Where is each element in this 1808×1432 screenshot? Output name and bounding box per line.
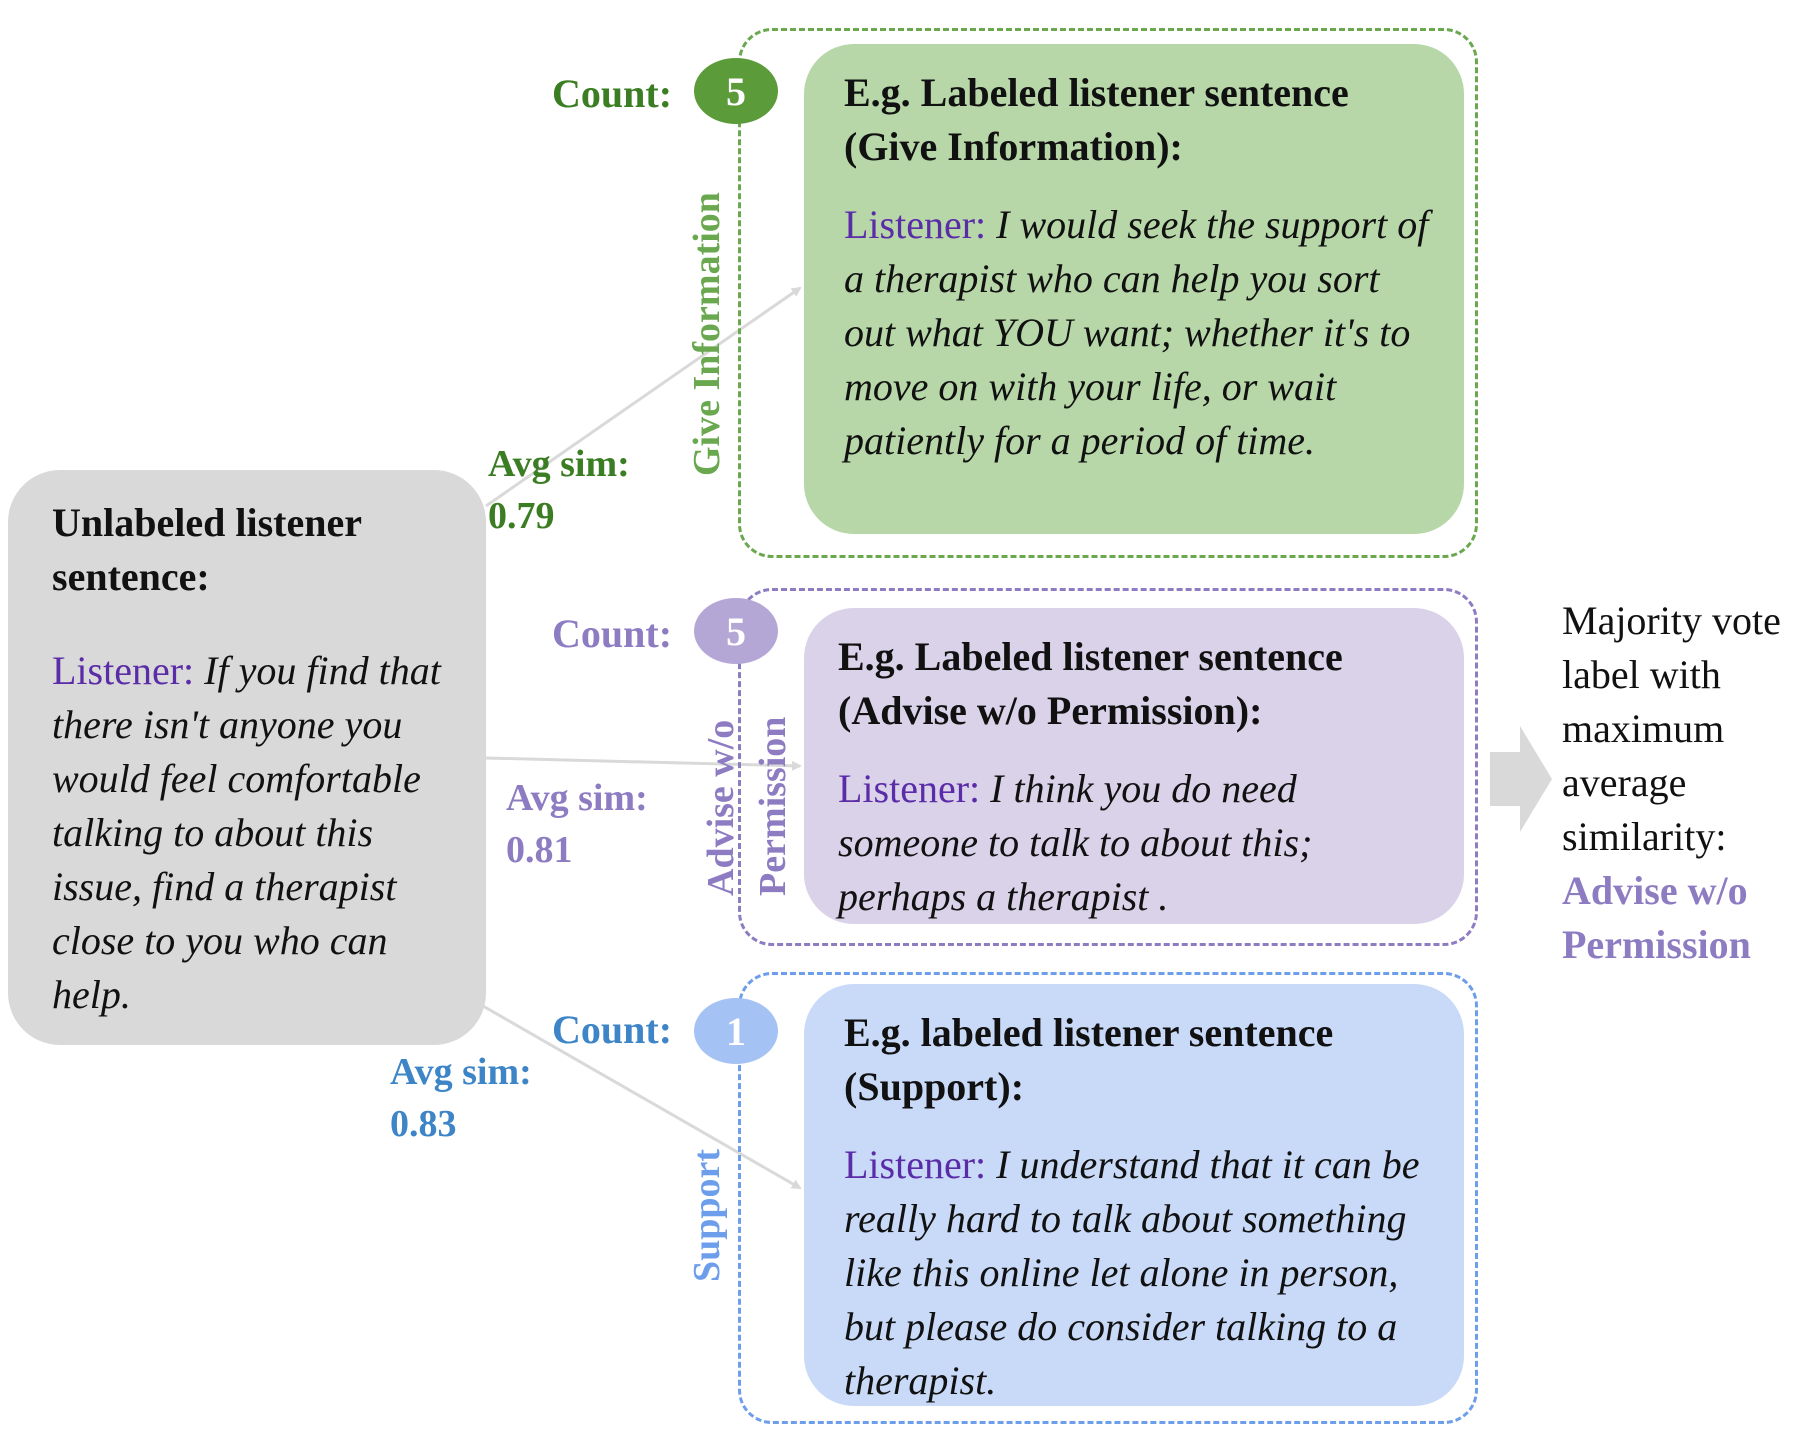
give-information-count-badge: 5 (694, 58, 778, 124)
unlabeled-text: If you find that there isn't anyone you … (52, 648, 441, 1017)
arrow-to-support (475, 1000, 802, 1190)
avg-sim-value: 0.83 (390, 1103, 457, 1145)
give-information-example-box: E.g. Labeled listener sentence (Give Inf… (804, 44, 1464, 534)
support-count-badge: 1 (694, 998, 778, 1064)
avg-sim-label: Avg sim: (488, 443, 630, 485)
support-frame (738, 972, 1478, 1424)
give-information-utterance: Listener: I would seek the support of a … (844, 198, 1434, 468)
advise-wo-permission-category-label-line2: Permission (752, 716, 794, 896)
majority-vote-label: Advise w/o Permission (1562, 868, 1751, 967)
give-information-count-label: Count: (552, 71, 673, 116)
avg-sim-label: Avg sim: (506, 777, 648, 819)
support-example-title: E.g. labeled listener sentence (Support)… (844, 1010, 1334, 1109)
support-count-label: Count: (552, 1007, 673, 1052)
support-avg-sim: Avg sim: 0.83 (390, 1046, 532, 1150)
give-information-avg-sim: Avg sim: 0.79 (488, 438, 630, 542)
give-information-example-title: E.g. Labeled listener sentence (Give Inf… (844, 70, 1349, 169)
avg-sim-value: 0.79 (488, 495, 555, 537)
avg-sim-label: Avg sim: (390, 1051, 532, 1093)
avg-sim-value: 0.81 (506, 829, 573, 871)
advise-wo-permission-example-title: E.g. Labeled listener sentence (Advise w… (838, 634, 1343, 733)
unlabeled-box-title: Unlabeled listener sentence: (52, 500, 362, 599)
support-text: I understand that it can be really hard … (844, 1142, 1420, 1403)
advise-wo-permission-utterance: Listener: I think you do need someone to… (838, 762, 1434, 924)
advise-wo-permission-text: I think you do need someone to talk to a… (838, 766, 1313, 919)
arrow-to-give-information (485, 286, 802, 508)
advise-wo-permission-avg-sim: Avg sim: 0.81 (506, 772, 648, 876)
advise-wo-permission-frame (738, 588, 1478, 946)
advise-wo-permission-count-label: Count: (552, 611, 673, 656)
speaker-label: Listener: (844, 1142, 987, 1187)
speaker-label: Listener: (838, 766, 981, 811)
unlabeled-sentence-box: Unlabeled listener sentence: Listener: I… (8, 470, 486, 1045)
support-utterance: Listener: I understand that it can be re… (844, 1138, 1434, 1408)
arrow-to-advise-wo-permission (485, 756, 802, 771)
give-information-category-label: Give Information (686, 192, 728, 476)
speaker-label: Listener: (52, 648, 195, 693)
give-information-text: I would seek the support of a therapist … (844, 202, 1429, 463)
majority-vote-result: Majority vote label with maximum average… (1562, 594, 1802, 972)
give-information-frame (738, 28, 1478, 558)
speaker-label: Listener: (844, 202, 987, 247)
unlabeled-utterance: Listener: If you find that there isn't a… (52, 644, 450, 1022)
advise-wo-permission-count-badge: 5 (694, 598, 778, 664)
advise-wo-permission-example-box: E.g. Labeled listener sentence (Advise w… (804, 608, 1464, 924)
advise-wo-permission-category-label-line1: Advise w/o (700, 719, 742, 896)
result-arrow (1490, 726, 1552, 832)
majority-vote-description: Majority vote label with maximum average… (1562, 598, 1781, 859)
support-category-label: Support (686, 1148, 728, 1282)
support-example-box: E.g. labeled listener sentence (Support)… (804, 984, 1464, 1406)
